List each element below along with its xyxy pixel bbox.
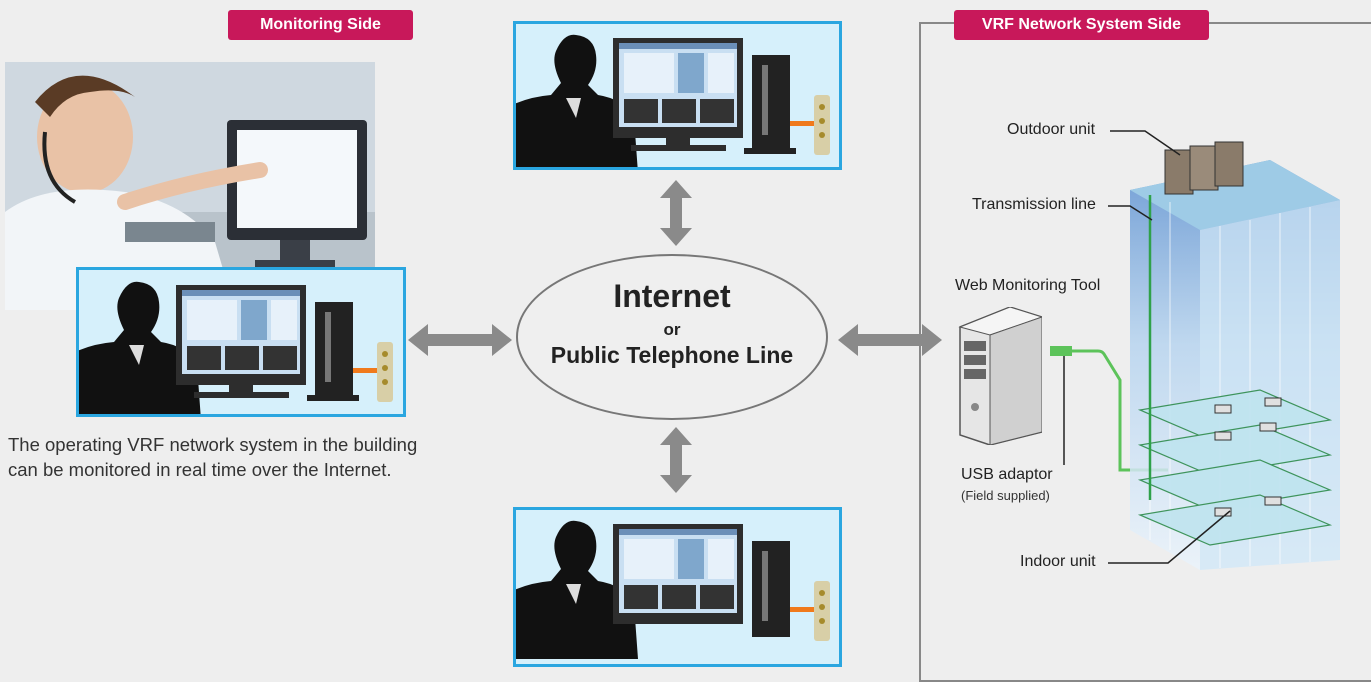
building-icon	[1130, 141, 1340, 570]
monitoring-side-badge: Monitoring Side	[228, 10, 413, 40]
outdoor-unit-leader	[1110, 130, 1181, 156]
caption-line-2: can be monitored in real time over the I…	[8, 459, 392, 480]
transmission-line-leader	[1108, 205, 1153, 221]
monitoring-station-top	[513, 21, 842, 170]
monitoring-station-bottom	[513, 507, 842, 667]
arrow-left-horizontal	[408, 324, 512, 356]
outdoor-unit-label: Outdoor unit	[1007, 121, 1096, 138]
operator-silhouette-icon	[516, 34, 830, 167]
pc-tower-icon	[958, 307, 1042, 445]
indoor-unit-leader	[1108, 510, 1231, 564]
arrow-bottom-vertical	[660, 427, 692, 493]
internet-ellipse: Internet or Public Telephone Line	[516, 254, 828, 420]
usb-adaptor-icon	[1050, 346, 1168, 472]
caption-line-1: The operating VRF network system in the …	[8, 434, 418, 455]
arrow-top-vertical	[660, 180, 692, 246]
arrow-right-horizontal	[838, 324, 942, 356]
internet-title: Internet	[613, 278, 731, 314]
operator-silhouette-icon	[516, 520, 830, 659]
operator-silhouette-icon	[79, 281, 393, 414]
internet-or: or	[663, 320, 681, 339]
vrf-side-badge: VRF Network System Side	[954, 10, 1209, 40]
public-telephone-line: Public Telephone Line	[550, 342, 794, 368]
transmission-line-label: Transmission line	[972, 196, 1096, 213]
usb-adaptor-label: USB adaptor	[961, 466, 1053, 483]
web-monitoring-tool-label: Web Monitoring Tool	[955, 277, 1101, 294]
caption: The operating VRF network system in the …	[8, 432, 478, 482]
indoor-unit-label: Indoor unit	[1020, 553, 1096, 570]
operator-photo	[5, 62, 375, 310]
usb-field-supplied-label: (Field supplied)	[961, 488, 1050, 503]
monitoring-station-left	[76, 267, 406, 417]
